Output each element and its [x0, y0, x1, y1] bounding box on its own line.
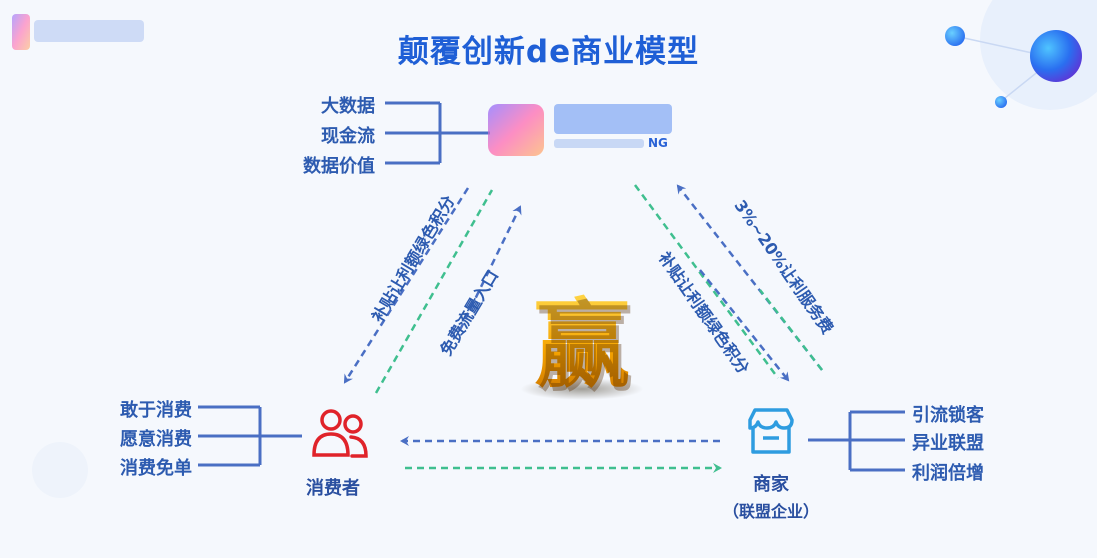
consumer-item-willing: 愿意消费 [120, 429, 192, 450]
consumer-item-dare: 敢于消费 [120, 400, 192, 421]
top-items-bracket [385, 101, 490, 165]
win-emblem: 赢 [528, 290, 636, 400]
deco-ball-large [1030, 30, 1082, 82]
brand-logo-blur [12, 14, 30, 50]
deco-ball-small [945, 26, 965, 46]
merchant-item-alliance: 异业联盟 [912, 433, 984, 454]
arrow-top-to-merchant [633, 184, 780, 379]
merchant-icon [748, 408, 794, 454]
deco-ball-tiny [995, 96, 1007, 108]
consumer-item-free: 消费免单 [120, 458, 192, 479]
merchant-sublabel: （联盟企业） [722, 502, 819, 521]
top-node-logo [488, 104, 672, 156]
page-title: 颠覆创新de商业模型 [397, 34, 700, 70]
top-item-cash-flow: 现金流 [321, 126, 375, 147]
consumer-items-bracket [198, 405, 302, 467]
consumer-label: 消费者 [306, 478, 360, 499]
consumer-icon [312, 409, 368, 458]
merchant-label: 商家 [753, 474, 789, 495]
top-item-data-value: 数据价值 [303, 156, 375, 177]
top-node-logo-suffix: NG [648, 136, 668, 150]
top-item-big-data: 大数据 [321, 96, 375, 117]
merchant-item-traffic: 引流锁客 [912, 405, 984, 426]
bg-faint-circle [32, 442, 88, 498]
brand-logo-blur [34, 20, 144, 42]
merchant-items-bracket [808, 410, 905, 472]
arrow-top-to-consumer [343, 187, 470, 384]
merchant-item-profit: 利润倍增 [912, 463, 984, 484]
arrow-right-green-seg [759, 289, 823, 371]
win-shadow [520, 378, 644, 400]
arrow-consumer-to-top [374, 189, 494, 394]
arrow-left-blue-up [458, 205, 522, 331]
